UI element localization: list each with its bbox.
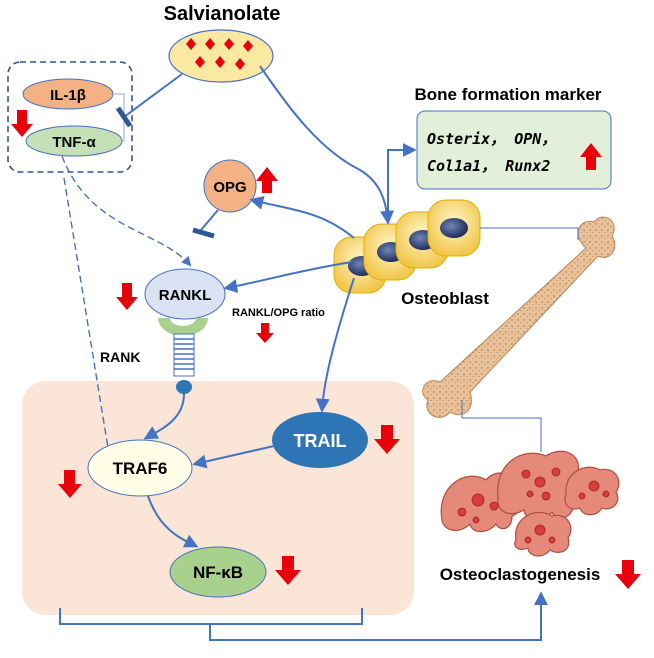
traf6-label: TRAF6	[113, 459, 168, 478]
bone-to-osteoclast-line	[461, 400, 542, 452]
osteoblast-label: Osteoblast	[401, 289, 489, 308]
marker-title: Bone formation marker	[414, 85, 601, 104]
rank-to-traf6-arrow	[143, 393, 185, 440]
nfkb-down-arrow-icon	[275, 556, 301, 585]
il1b-node	[22, 78, 114, 110]
osteoblast-to-bone-line	[480, 227, 579, 240]
trail-down-arrow-icon	[374, 425, 400, 454]
salvianolate-to-osteoblast-arrow	[259, 65, 394, 225]
rank-receptor-cup	[158, 318, 208, 336]
traf6-down-arrow-icon	[58, 470, 82, 498]
rankl-node	[144, 268, 226, 320]
bracket-to-osteoclastogenesis-arrow	[209, 591, 548, 641]
nfkb-node	[169, 546, 267, 598]
salvianolate-title: Salvianolate	[164, 3, 281, 25]
pathway-arrows	[59, 65, 548, 641]
ratio-label: RANKL/OPG ratio	[232, 307, 325, 319]
traf6-node	[87, 439, 193, 497]
trail-node	[272, 412, 368, 468]
osteoblast-to-trail-arrow	[315, 277, 355, 413]
marker-up-arrow-icon	[580, 143, 602, 170]
rankl-down-arrow-icon	[116, 283, 138, 310]
tnfa-to-rankl-link	[61, 155, 192, 267]
cytokine-to-traf6-link	[63, 177, 111, 461]
marker-line-1: Osterix， OPN，	[427, 130, 556, 148]
rank-domain	[176, 380, 192, 394]
osteoclastogenesis-down-arrow-icon	[615, 560, 641, 589]
osteoblast-to-marker-arrow	[387, 143, 417, 222]
osteoclastogenesis-label: Osteoclastogenesis	[440, 565, 601, 584]
trail-to-traf6-arrow	[192, 445, 275, 469]
salvianolate-inhibits-cytokines	[123, 73, 183, 118]
osteoclast-nuclei	[457, 467, 610, 544]
salvianolate-ellipse	[168, 29, 274, 83]
opg-label: OPG	[213, 179, 246, 196]
il1b-label: IL-1β	[50, 87, 86, 104]
rankl-label: RANKL	[159, 287, 212, 304]
bone-icon	[422, 216, 616, 418]
osteoblast-to-rankl-arrow	[223, 261, 353, 293]
ratio-down-arrow-icon	[256, 323, 274, 343]
opg-inhibition-bar	[192, 227, 215, 239]
cytokine-down-arrow-icon	[11, 110, 33, 137]
salvianolate-molecule-icons	[186, 38, 253, 70]
opg-inhibits-rankl	[200, 209, 219, 231]
marker-line-2: Col1a1， Runx2	[427, 157, 550, 175]
trail-label: TRAIL	[294, 431, 347, 451]
marker-box	[416, 110, 612, 190]
opg-up-arrow-icon	[256, 167, 278, 193]
osteoblast-cells	[333, 199, 481, 294]
inhibition-bar	[115, 106, 133, 128]
tnfa-label: TNF-α	[52, 134, 96, 151]
nfkb-label: NF-κB	[193, 563, 243, 582]
opg-node	[203, 159, 257, 213]
traf6-to-nfkb-arrow	[147, 495, 199, 548]
rank-label: RANK	[100, 349, 140, 365]
osteoblast-to-opg-arrow	[249, 196, 355, 239]
rank-receptor-stripes	[173, 333, 195, 377]
